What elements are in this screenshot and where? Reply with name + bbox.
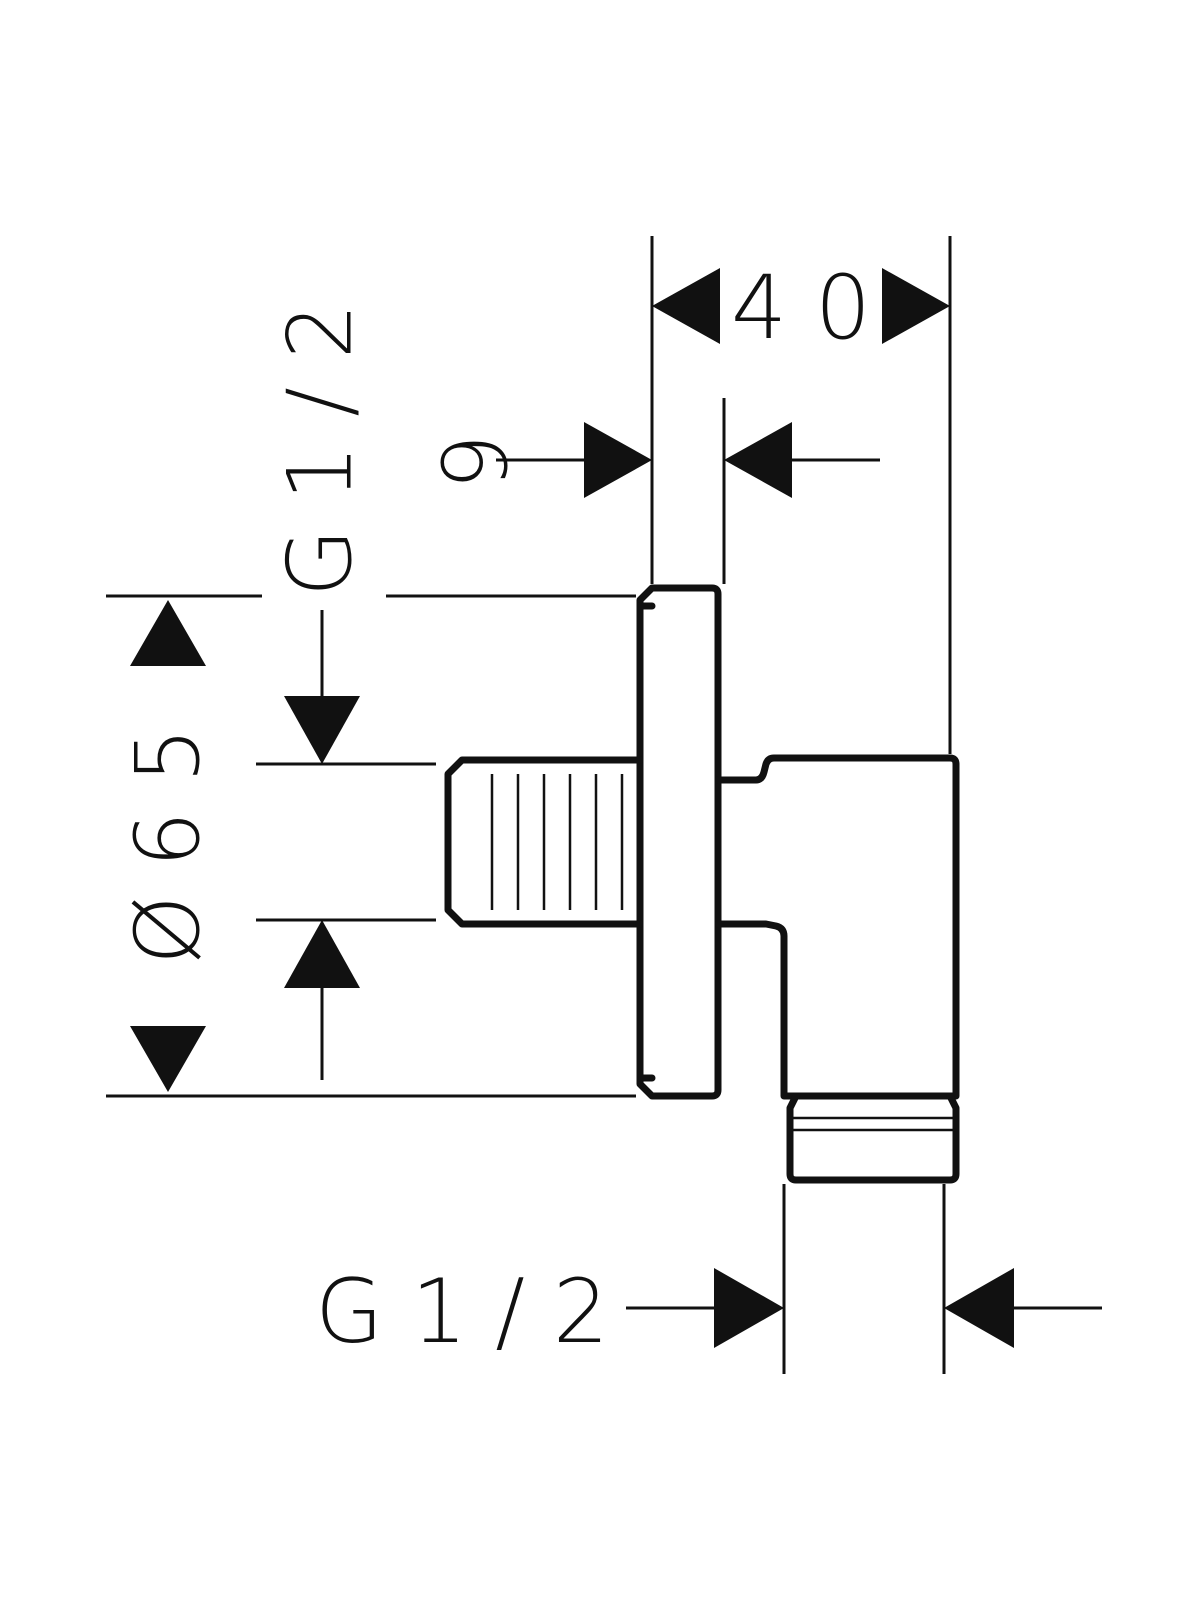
dimension-plate-thickness: 9	[425, 398, 880, 584]
outlet-thread-outline	[786, 1092, 960, 1184]
outlet-body-outline	[714, 754, 960, 1100]
dimension-label: 9	[425, 434, 528, 490]
wall-outlet-part	[444, 584, 960, 1184]
dimension-label: G 1 / 2	[315, 1260, 609, 1363]
dimension-label: Ø 6 5	[117, 727, 220, 964]
dimension-arrow	[724, 422, 792, 498]
dimension-arrow	[130, 600, 206, 666]
dimension-outlet-thread: G 1 / 2	[315, 1184, 1102, 1374]
dimension-arrow	[714, 1268, 784, 1348]
inlet-thread-outline	[444, 756, 644, 928]
dimension-arrow	[652, 268, 720, 344]
wall-plate-inner-edge	[636, 602, 656, 1082]
dimension-overall-depth: 4 0	[650, 236, 952, 754]
dimension-arrow	[284, 920, 360, 988]
dimension-plate-diameter: Ø 6 5	[106, 594, 636, 1098]
dimension-arrow	[584, 422, 652, 498]
dimension-arrow	[882, 268, 950, 344]
dimension-label: G 1 / 2	[269, 303, 372, 597]
dimension-label: 4 0	[731, 256, 871, 359]
dimension-arrow	[130, 1026, 206, 1092]
dimension-arrow	[284, 696, 360, 764]
dimension-arrow	[944, 1268, 1014, 1348]
dimension-inlet-thread: G 1 / 2	[256, 303, 436, 1080]
wall-plate-outline	[636, 584, 722, 1100]
